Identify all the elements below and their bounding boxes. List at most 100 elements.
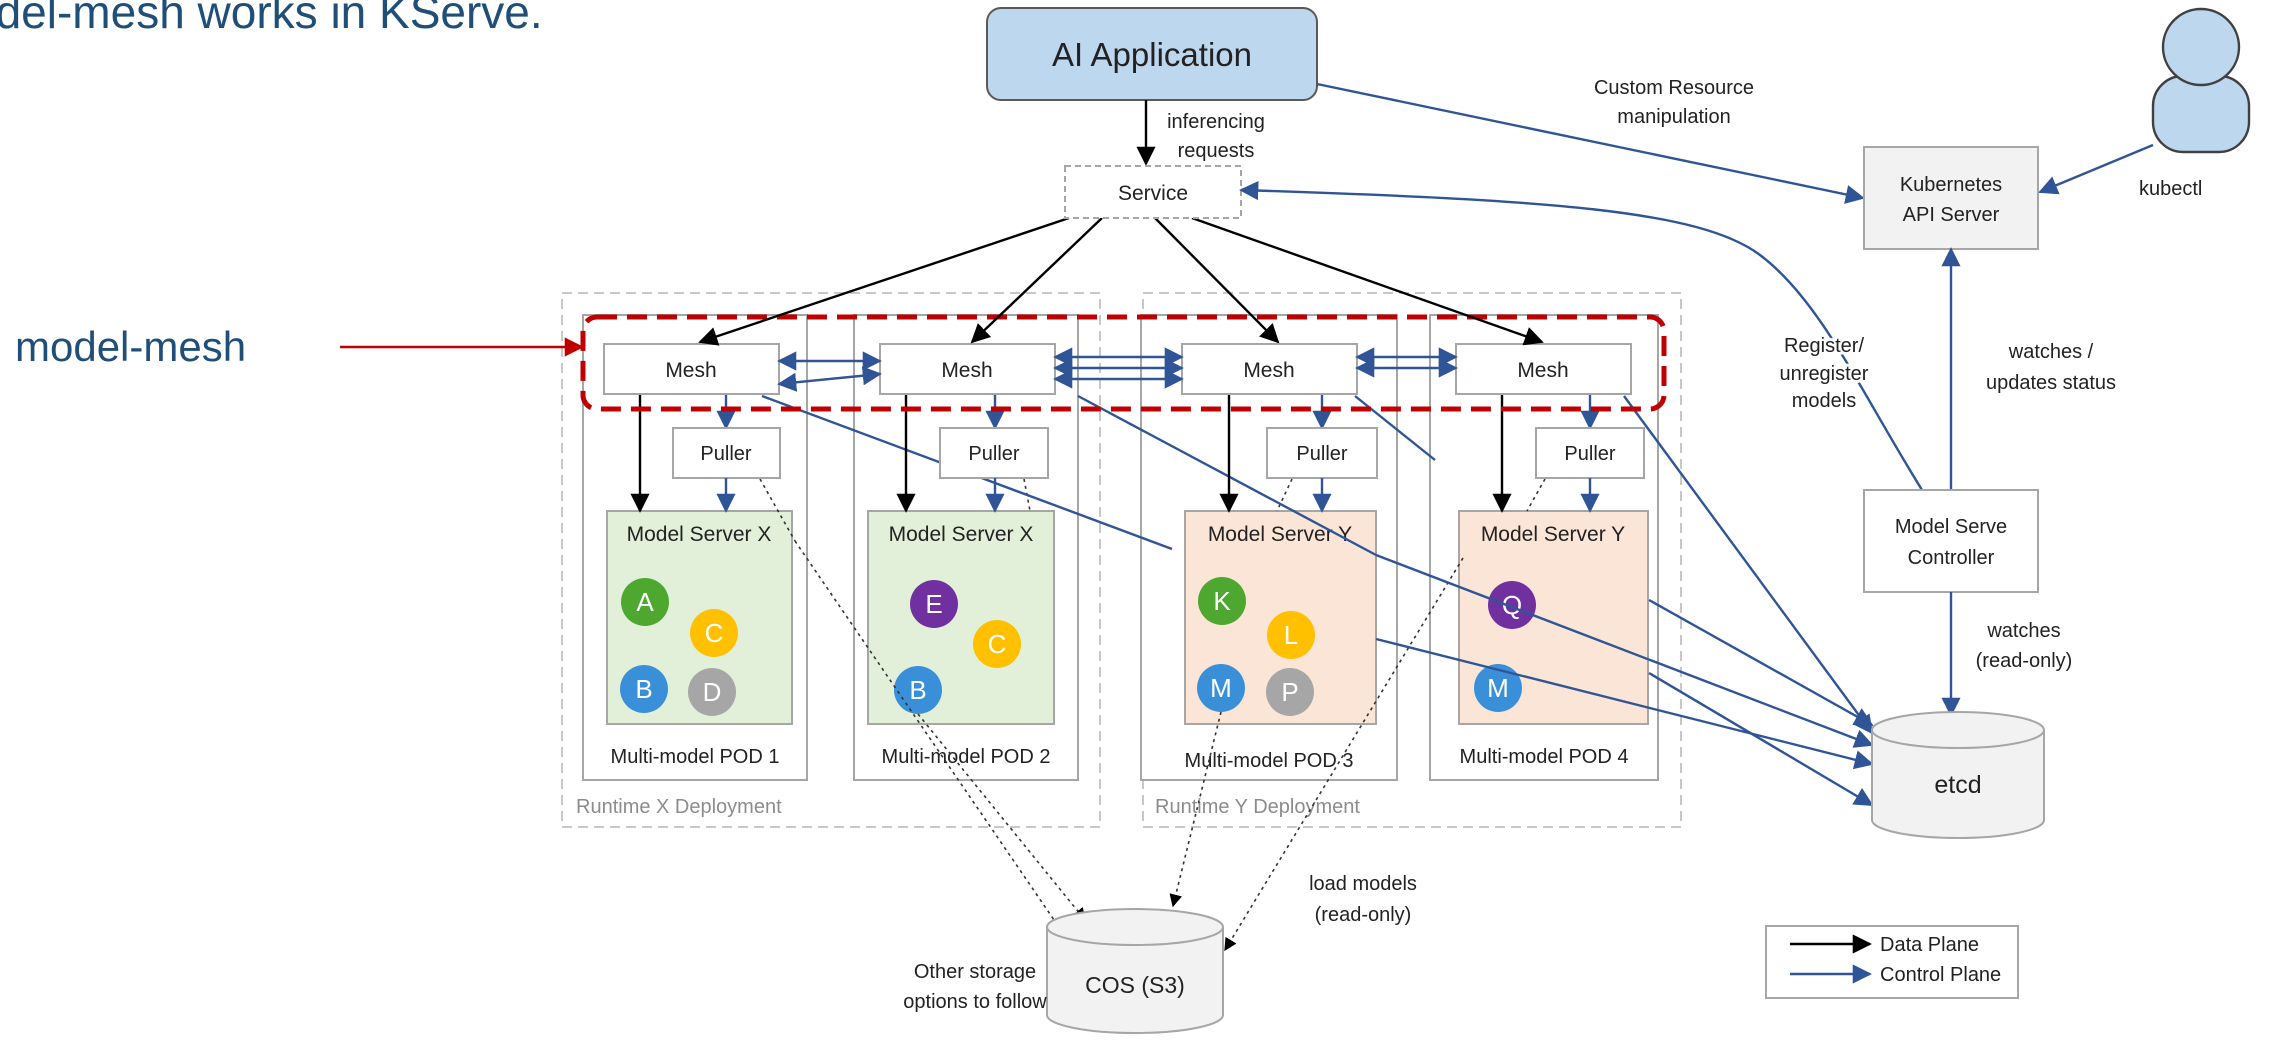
model-server-label: Model Server Y (1208, 523, 1352, 546)
model-b: B (620, 665, 668, 713)
watches-updates-label: watches / updates status (1986, 341, 2116, 394)
svg-text:(read-only): (read-only) (1976, 650, 2073, 672)
svg-text:Custom Resource: Custom Resource (1594, 77, 1754, 99)
svg-text:M: M (1487, 673, 1509, 703)
mesh-1: Mesh (603, 343, 780, 395)
svg-text:Controller: Controller (1908, 547, 1995, 569)
etcd-database: etcd (1871, 711, 2045, 839)
svg-text:unregister: unregister (1780, 363, 1869, 385)
svg-text:inferencing: inferencing (1167, 111, 1265, 133)
ai-application-label: AI Application (1052, 36, 1252, 73)
svg-text:options to follow: options to follow (903, 991, 1047, 1013)
etcd-label: etcd (1934, 771, 1981, 799)
mesh-peer-arrows (777, 347, 1458, 392)
model-d: D (688, 668, 736, 716)
runtime-x-deployment: Runtime X Deployment (561, 292, 1101, 828)
model-server-label: Model Server Y (1481, 523, 1625, 546)
pullers: Puller Puller Puller Puller (672, 394, 1645, 513)
model-q: Q (1488, 581, 1536, 629)
svg-text:load models: load models (1309, 873, 1417, 895)
svg-text:requests: requests (1178, 140, 1255, 162)
svg-text:M: M (1210, 673, 1232, 703)
svg-text:B: B (909, 675, 926, 705)
custom-resource-arrow (1316, 82, 1865, 204)
puller-label: Puller (1564, 443, 1615, 465)
model-p: P (1266, 668, 1314, 716)
svg-text:B: B (635, 674, 652, 704)
model-mesh-highlight (580, 314, 1667, 412)
pod-label: Multi-model POD 2 (882, 746, 1051, 768)
svg-text:E: E (925, 589, 942, 619)
svg-text:Register/: Register/ (1784, 335, 1864, 357)
legend-control-plane-label: Control Plane (1880, 964, 2001, 986)
svg-text:watches: watches (1986, 620, 2060, 642)
mesh-2: Mesh (879, 343, 1056, 395)
pod-label: Multi-model POD 3 (1185, 750, 1354, 772)
model-e: E (910, 580, 958, 628)
cos-storage: COS (S3) (1046, 908, 1224, 1034)
puller-label: Puller (968, 443, 1019, 465)
svg-text:C: C (988, 629, 1007, 659)
service-to-mesh-lines (698, 216, 1544, 346)
service: Service (1064, 165, 1242, 219)
model-k: K (1198, 577, 1246, 625)
mesh-label: Mesh (665, 359, 716, 382)
puller-4: Puller (1535, 394, 1645, 513)
pod-label: Multi-model POD 4 (1460, 746, 1629, 768)
ai-application: AI Application (986, 7, 1318, 101)
other-storage-label: Other storage options to follow (903, 961, 1047, 1013)
puller-label: Puller (700, 443, 751, 465)
svg-text:L: L (1284, 620, 1298, 650)
kubernetes-api-server: Kubernetes API Server (1863, 146, 2039, 250)
mesh-4: Mesh (1455, 343, 1632, 395)
model-m: M (1474, 664, 1522, 712)
svg-text:A: A (636, 587, 654, 617)
page-title-fragment: odel-mesh works in KServe. (0, 0, 543, 38)
inferencing-label: inferencing requests (1167, 111, 1265, 162)
svg-text:C: C (705, 618, 724, 648)
svg-text:Kubernetes: Kubernetes (1900, 174, 2002, 196)
svg-text:watches /: watches / (2008, 341, 2094, 363)
service-label: Service (1118, 182, 1188, 205)
svg-text:updates status: updates status (1986, 372, 2116, 394)
model-serve-controller: Model Serve Controller (1863, 489, 2039, 593)
callout-label: model-mesh (15, 323, 246, 370)
model-c: C (690, 609, 738, 657)
load-models-label: load models (read-only) (1309, 873, 1417, 926)
model-m: M (1197, 664, 1245, 712)
user-icon (2151, 7, 2251, 154)
svg-text:manipulation: manipulation (1617, 106, 1730, 128)
puller-1: Puller (672, 394, 781, 513)
model-circles: A C B D E C B K L M P Q M (620, 577, 1536, 716)
custom-resource-label: Custom Resource manipulation (1594, 77, 1754, 128)
mesh-label: Mesh (941, 359, 992, 382)
kubectl-label: kubectl (2139, 178, 2202, 200)
register-models-arrow (1239, 180, 1924, 491)
cos-label: COS (S3) (1085, 972, 1185, 998)
svg-text:Model Serve: Model Serve (1895, 516, 2007, 538)
deployment-label: Runtime X Deployment (576, 796, 782, 818)
puller-2: Puller (939, 394, 1049, 513)
deployment-label: Runtime Y Deployment (1155, 796, 1360, 818)
mesh-label: Mesh (1243, 359, 1294, 382)
model-c: C (973, 620, 1021, 668)
mesh-label: Mesh (1517, 359, 1568, 382)
legend: Data Plane Control Plane (1765, 925, 2019, 999)
model-l: L (1267, 611, 1315, 659)
model-b: B (894, 666, 942, 714)
watches-readonly-label: watches (read-only) (1976, 620, 2073, 672)
puller-label: Puller (1296, 443, 1347, 465)
svg-text:Other storage: Other storage (914, 961, 1036, 983)
model-server-label: Model Server X (889, 523, 1034, 546)
pod-label: Multi-model POD 1 (611, 746, 780, 768)
mesh-boxes: Mesh Mesh Mesh Mesh (603, 343, 1632, 395)
mesh-3: Mesh (1181, 343, 1358, 395)
puller-3: Puller (1266, 394, 1378, 513)
mesh-to-etcd-lines (761, 394, 1874, 807)
svg-text:K: K (1213, 586, 1231, 616)
svg-text:API Server: API Server (1903, 204, 2000, 226)
svg-text:models: models (1792, 390, 1856, 412)
svg-text:Q: Q (1502, 590, 1522, 620)
svg-text:P: P (1281, 677, 1298, 707)
